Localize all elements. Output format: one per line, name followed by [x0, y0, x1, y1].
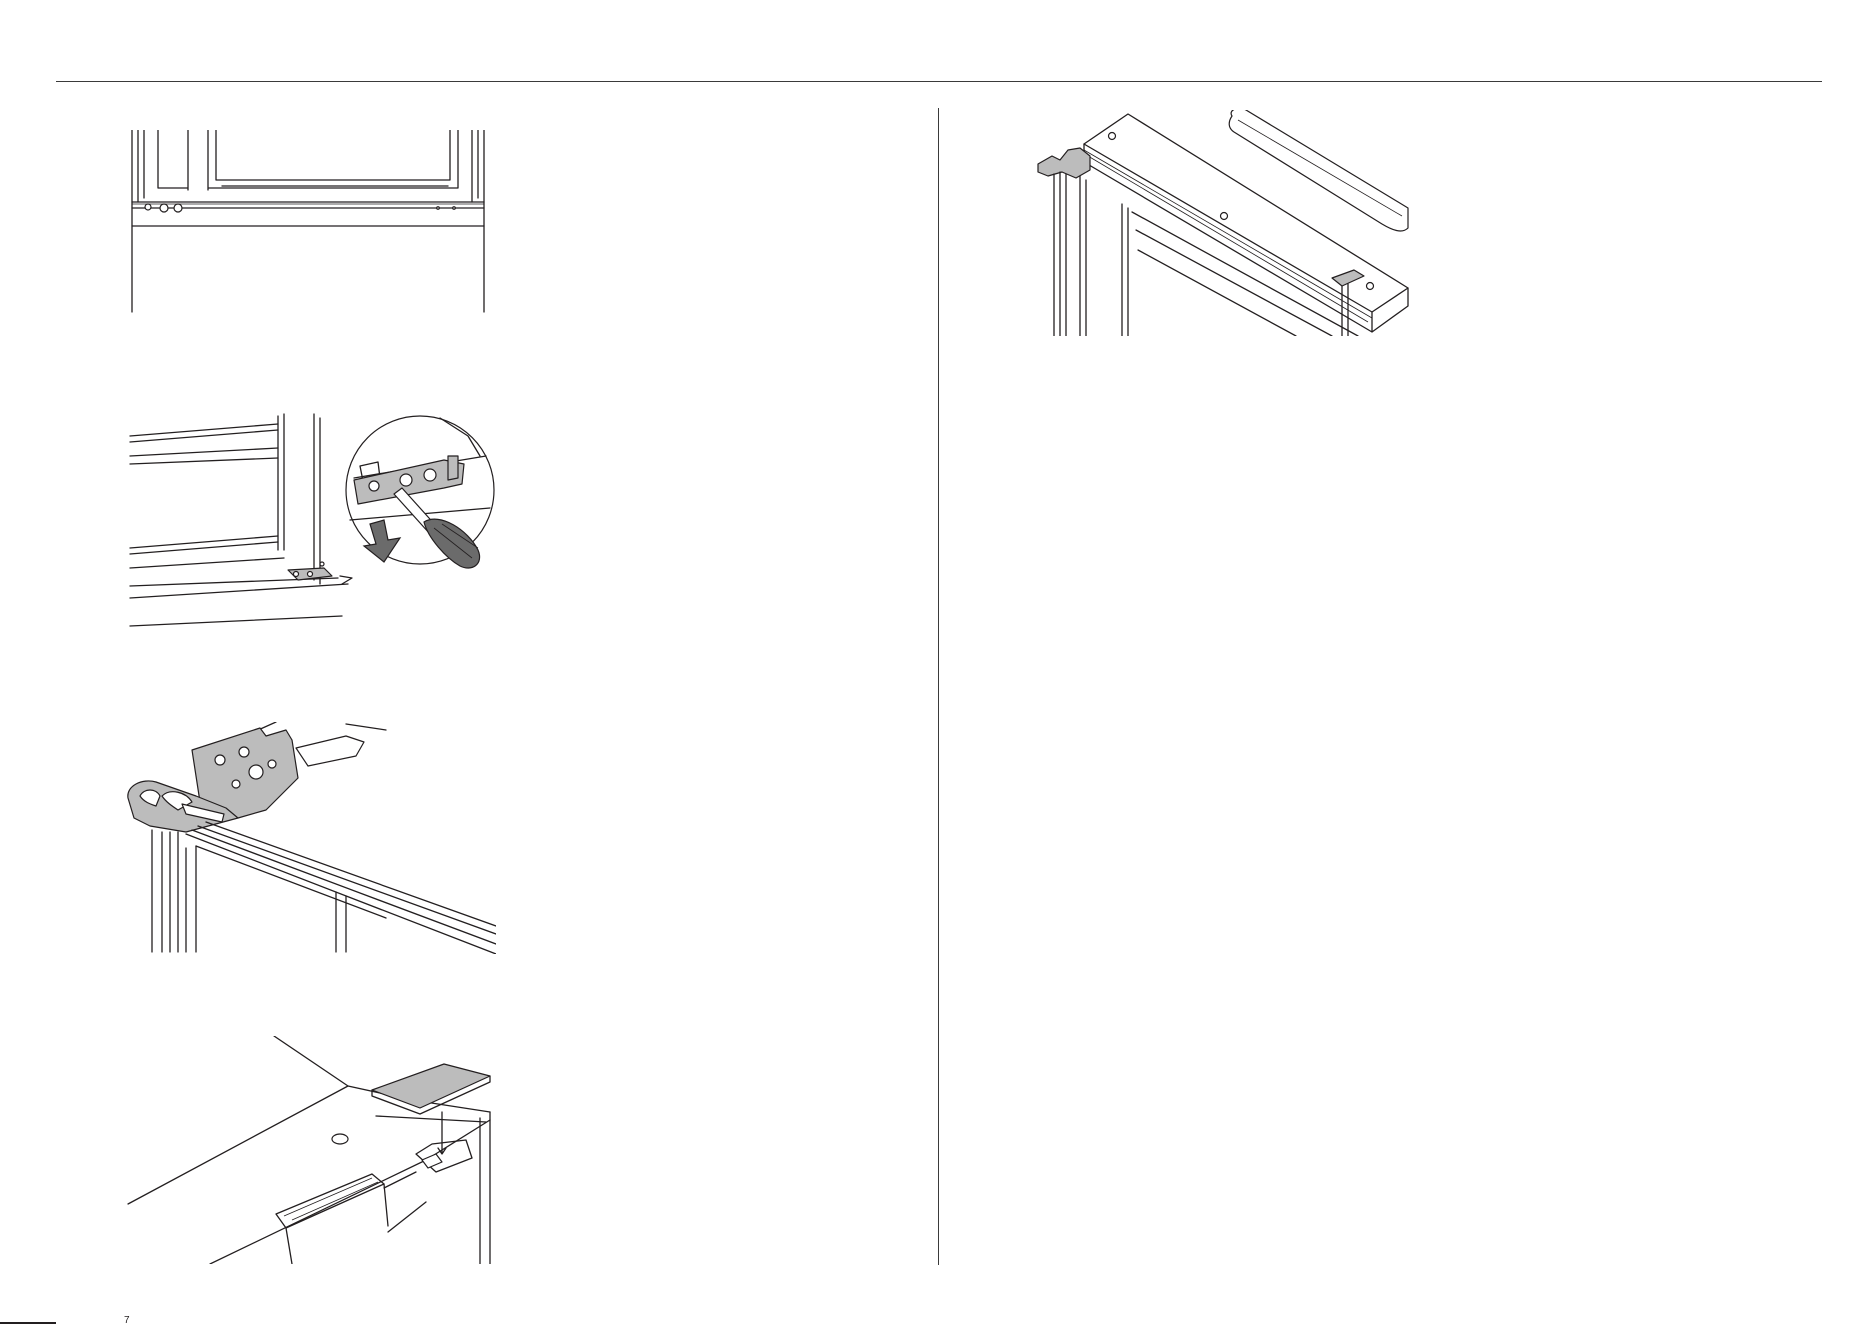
hinge-removal-with-screwdriver-illustration [128, 408, 498, 638]
hinge-screwdriver-figure [128, 408, 498, 638]
hinge-cap-installed-illustration [1032, 110, 1412, 336]
column-divider [938, 108, 939, 1265]
page-number: 7 [124, 1316, 130, 1326]
top-hinge-plate-figure [126, 722, 496, 954]
header-rule [56, 81, 1822, 82]
fridge-bottom-interior-illustration [128, 130, 488, 316]
top-hinge-bracket-illustration [126, 722, 496, 954]
hinge-cap-figure [1032, 110, 1412, 336]
cover-plate-figure [126, 1036, 498, 1264]
hinge-cover-install-illustration [126, 1036, 498, 1264]
interior-kickplate-figure [128, 130, 488, 316]
